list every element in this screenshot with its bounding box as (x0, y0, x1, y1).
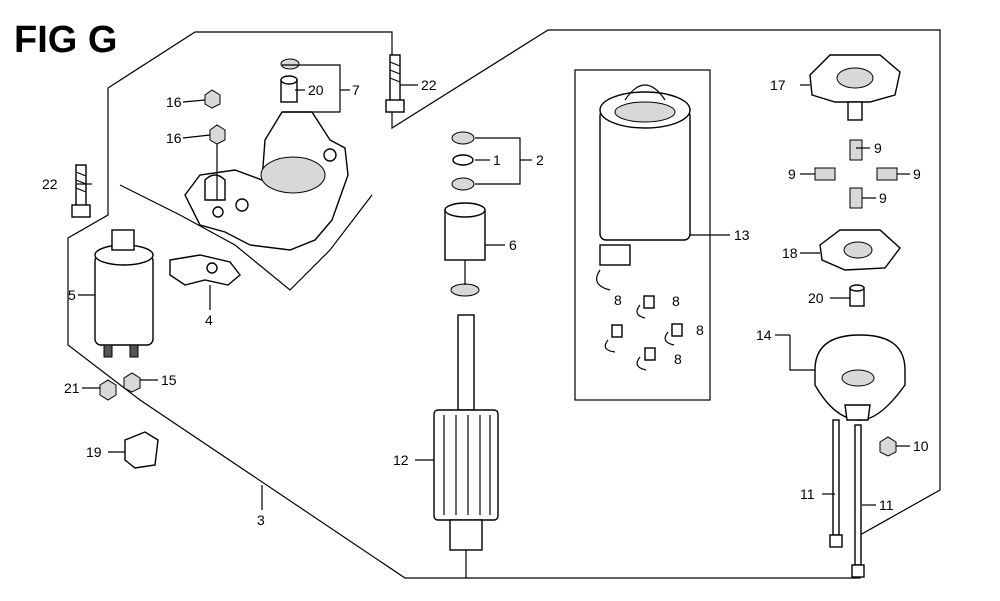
shift-lever-4 (169, 254, 241, 286)
bolt-22-left (71, 164, 91, 218)
brush-8b (636, 295, 655, 319)
armature-12 (433, 314, 499, 578)
callout-20-right: 20 (808, 290, 824, 306)
figure-title: FIG G (14, 19, 117, 61)
callout-labels: 16 16 22 20 7 22 1 2 6 13 12 5 4 21 15 1… (42, 77, 929, 528)
spring-9-bottom (849, 187, 863, 209)
callout-18: 18 (782, 245, 798, 261)
nut-21 (99, 379, 117, 401)
leader-lines (76, 64, 910, 510)
callout-4: 4 (205, 312, 213, 328)
nut-16-upper (204, 89, 221, 109)
callout-19: 19 (86, 444, 102, 460)
spring-9-top (849, 139, 863, 161)
spring-9-left (814, 167, 836, 181)
callout-9c: 9 (913, 166, 921, 182)
callout-3: 3 (257, 512, 265, 528)
callout-5: 5 (68, 287, 76, 303)
bushing-20-right (849, 284, 865, 307)
callout-15: 15 (161, 372, 177, 388)
connector-19 (124, 431, 159, 469)
callout-21: 21 (64, 380, 80, 396)
callout-13: 13 (734, 227, 750, 243)
callout-16-upper: 16 (166, 94, 182, 110)
callout-6: 6 (509, 237, 517, 253)
spring-9-right (876, 167, 898, 181)
brush-8c (664, 323, 683, 346)
nut-15 (123, 372, 141, 393)
callout-11-right: 11 (879, 497, 894, 513)
through-bolt-11-right (851, 424, 865, 578)
drive-end-frame (184, 111, 349, 251)
callout-14: 14 (756, 327, 772, 343)
nut-10 (879, 436, 897, 457)
solenoid-5 (94, 229, 154, 358)
brush-holder-17 (809, 54, 901, 121)
bushing-20-top (280, 58, 300, 103)
callout-17: 17 (770, 77, 786, 93)
callout-1: 1 (493, 152, 501, 168)
through-bolt-11-left (829, 419, 843, 548)
callout-8b: 8 (672, 293, 680, 309)
callout-22-left: 22 (42, 176, 58, 192)
brush-8a (604, 324, 623, 353)
callout-8c: 8 (696, 322, 704, 338)
rear-end-cover-14 (814, 334, 906, 421)
nut-16-lower (209, 124, 226, 200)
callout-16-lower: 16 (166, 130, 182, 146)
callout-8d: 8 (674, 351, 682, 367)
callout-9a: 9 (874, 140, 882, 156)
pinion-gear-6 (444, 202, 486, 297)
washer-stack-1-2 (451, 131, 475, 191)
callout-10: 10 (913, 438, 929, 454)
callout-20-top: 20 (308, 82, 324, 98)
brush-8d (636, 347, 656, 371)
callout-2: 2 (536, 152, 544, 168)
callout-9b: 9 (788, 166, 796, 182)
callout-7: 7 (352, 82, 360, 98)
callout-12: 12 (393, 452, 409, 468)
brush-plate-18 (819, 229, 901, 271)
bolt-22-top (385, 54, 405, 113)
yoke-field-coil-13 (596, 84, 691, 291)
callout-22-top: 22 (421, 77, 437, 93)
callout-11-left: 11 (800, 486, 815, 502)
callout-8a: 8 (614, 292, 622, 308)
callout-9d: 9 (879, 190, 887, 206)
